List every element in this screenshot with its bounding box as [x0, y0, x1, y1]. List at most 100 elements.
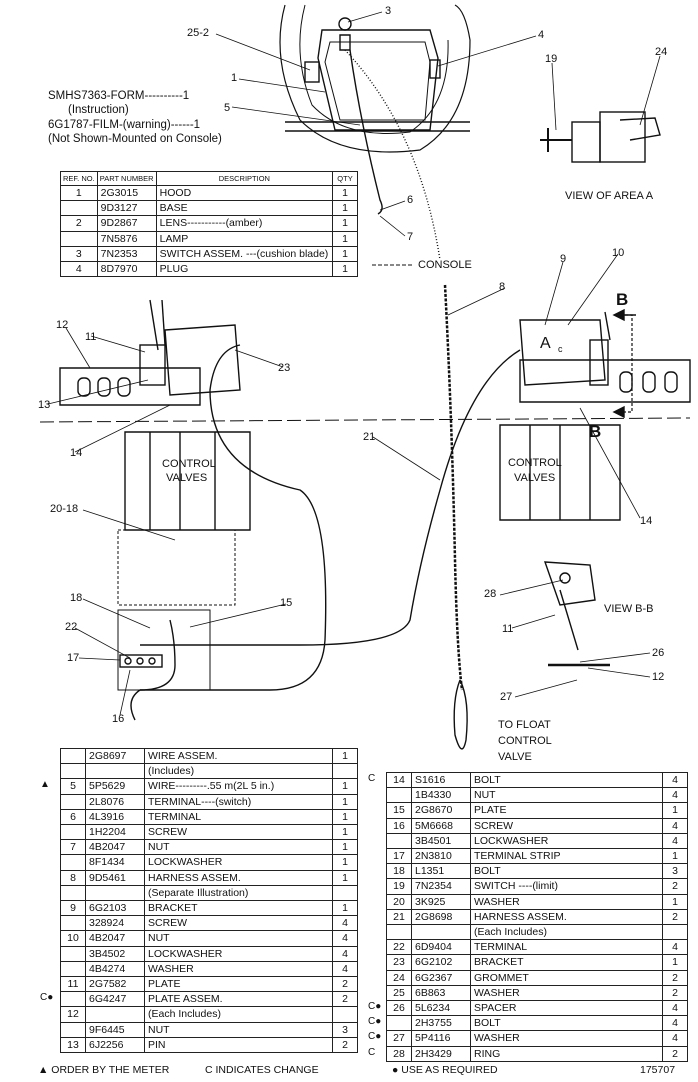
- cell-ref: [60, 793, 86, 810]
- cell-qty: 4: [662, 787, 688, 804]
- cell-qty: 4: [662, 771, 688, 789]
- callout-13: 13: [38, 399, 50, 411]
- cell-ref: 21: [386, 908, 412, 926]
- view-bb-label: VIEW B-B: [604, 603, 654, 615]
- callout-10: 10: [612, 247, 624, 259]
- cell-qty: [332, 763, 358, 780]
- cell-qty: 1: [332, 215, 358, 232]
- cell-part: 4L3916: [85, 808, 145, 826]
- cell-desc: RING: [470, 1045, 663, 1062]
- cell-qty: 1: [332, 824, 358, 841]
- cell-ref: [60, 230, 98, 247]
- row-mark: C: [368, 773, 376, 784]
- callout-5: 5: [224, 102, 230, 114]
- cell-desc: LENS-----------(amber): [155, 215, 334, 232]
- note-form: SMHS7363-FORM----------1: [48, 90, 190, 102]
- cell-ref: [60, 747, 86, 765]
- cell-qty: 3: [332, 1021, 358, 1038]
- callout-14-right: 14: [640, 515, 652, 527]
- cell-qty: 2: [662, 969, 688, 986]
- cell-desc: BOLT: [470, 1015, 663, 1032]
- cell-part: 5M6668: [411, 817, 471, 834]
- footer-indicates-change: C INDICATES CHANGE: [205, 1064, 319, 1076]
- cell-qty: 1: [332, 793, 358, 810]
- cell-desc: (Each Includes): [470, 924, 663, 941]
- cell-part: 8F1434: [85, 854, 145, 871]
- cell-ref: 7: [60, 839, 86, 856]
- cell-qty: 2: [662, 908, 688, 926]
- cell-desc: WASHER: [144, 960, 333, 978]
- cell-ref: 13: [60, 1036, 86, 1054]
- callout-20-18: 20-18: [50, 503, 78, 515]
- cell-qty: 4: [662, 1030, 688, 1047]
- cell-qty: 1: [332, 854, 358, 871]
- cell-ref: [60, 915, 86, 932]
- cell-desc: (Separate Illustration): [144, 884, 333, 902]
- cell-ref: 25: [386, 984, 412, 1002]
- cell-ref: [386, 1015, 412, 1032]
- cell-ref: 6: [60, 808, 86, 826]
- cell-ref: 27: [386, 1030, 412, 1047]
- cell-qty: [332, 1006, 358, 1023]
- cell-desc: NUT: [470, 787, 663, 804]
- cell-qty: 1: [332, 200, 358, 217]
- cell-qty: 2: [332, 1036, 358, 1054]
- section-b-top: B: [616, 290, 628, 309]
- cell-ref: [60, 200, 98, 217]
- row-mark: C●: [368, 1031, 382, 1043]
- cell-qty: 1: [662, 954, 688, 971]
- cell-desc: NUT: [144, 1021, 333, 1038]
- control-valves-right-2: VALVES: [514, 472, 555, 484]
- cell-desc: BRACKET: [470, 954, 663, 971]
- cell-qty: 1: [332, 747, 358, 765]
- callout-23: 23: [278, 362, 290, 374]
- cell-qty: 1: [332, 184, 358, 202]
- note-film: 6G1787-FILM-(warning)------1: [48, 119, 201, 131]
- letter-c: c: [558, 344, 563, 354]
- cell-part: 5P5629: [85, 778, 145, 795]
- callout-16: 16: [112, 713, 124, 725]
- cell-part: 2H3755: [411, 1015, 471, 1032]
- cell-ref: [60, 884, 86, 902]
- table-row: (Includes): [60, 763, 358, 780]
- cell-part: 6G2102: [411, 954, 471, 971]
- cell-ref: [60, 1021, 86, 1038]
- cell-ref: 28: [386, 1045, 412, 1062]
- cell-qty: 2: [332, 991, 358, 1008]
- table-row: 12(Each Includes): [60, 1006, 358, 1023]
- cell-desc: HARNESS ASSEM.: [144, 869, 333, 886]
- cell-ref: 26: [386, 1000, 412, 1017]
- cell-part: 5L6234: [411, 1000, 471, 1017]
- cell-desc: WASHER: [470, 984, 663, 1002]
- cell-desc: BOLT: [470, 771, 663, 789]
- cell-qty: 1: [662, 802, 688, 819]
- row-mark: ▲: [40, 779, 50, 791]
- cell-qty: 1: [662, 893, 688, 910]
- float-valve-3: VALVE: [498, 751, 532, 763]
- cell-ref: 8: [60, 869, 86, 886]
- cell-part: 2H3429: [411, 1045, 471, 1062]
- cell-desc: NUT: [144, 930, 333, 947]
- cell-part: 7N5876: [96, 230, 157, 247]
- callout-22: 22: [65, 621, 77, 633]
- cell-ref: 20: [386, 893, 412, 910]
- cell-ref: 9: [60, 900, 86, 917]
- note-not-shown: (Not Shown-Mounted on Console): [48, 133, 222, 145]
